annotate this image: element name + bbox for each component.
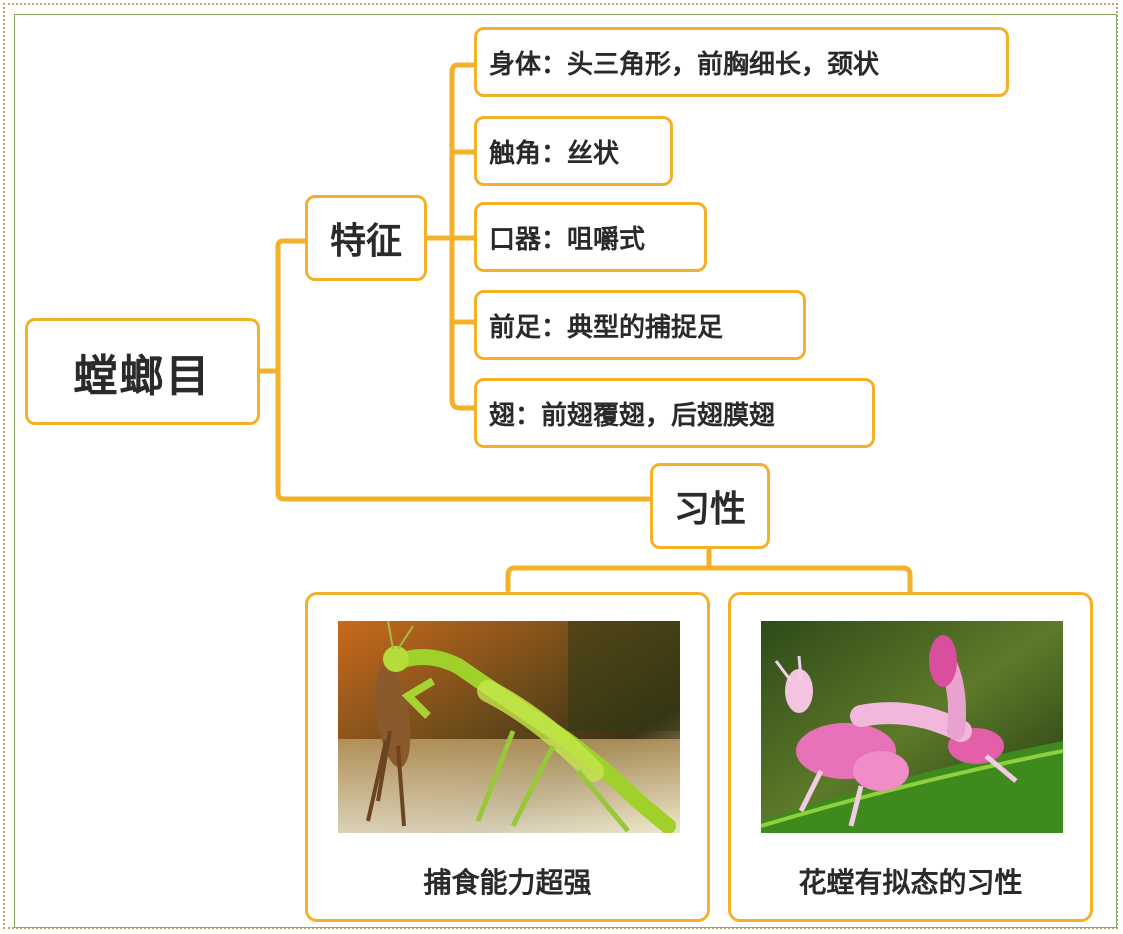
- root-node: 螳螂目: [25, 318, 260, 425]
- habit-card-caption: 花螳有拟态的习性: [798, 866, 1023, 899]
- habits-node: 习性: [650, 463, 770, 549]
- feature-item-antenna: 触角：丝状: [474, 116, 673, 186]
- root-label: 螳螂目: [73, 350, 212, 402]
- habit-card-caption: 捕食能力超强: [423, 866, 592, 899]
- feature-item-mouthparts: 口器：咀嚼式: [474, 202, 707, 272]
- habits-label: 习性: [673, 489, 746, 530]
- feature-item-wings: 翅：前翅覆翅，后翅膜翅: [474, 378, 875, 448]
- habit-card-mimicry: 花螳有拟态的习性: [728, 592, 1093, 922]
- feature-item-label: 前足：典型的捕捉足: [489, 312, 724, 343]
- feature-item-body: 身体：头三角形，前胸细长，颈状: [474, 27, 1009, 97]
- feature-item-label: 口器：咀嚼式: [489, 224, 646, 255]
- feature-item-label: 翅：前翅覆翅，后翅膜翅: [489, 400, 776, 431]
- orchid-mantis-photo: [761, 621, 1063, 833]
- features-node: 特征: [305, 195, 427, 281]
- feature-item-label: 身体：头三角形，前胸细长，颈状: [489, 49, 880, 80]
- habit-card-predation: 捕食能力超强: [305, 592, 710, 922]
- outer-frame: [3, 3, 1118, 929]
- features-label: 特征: [329, 221, 402, 262]
- feature-item-forelegs: 前足：典型的捕捉足: [474, 290, 806, 360]
- inner-frame: [14, 14, 1117, 928]
- feature-item-label: 触角：丝状: [489, 138, 620, 169]
- mantis-eating-prey-photo: [338, 621, 680, 833]
